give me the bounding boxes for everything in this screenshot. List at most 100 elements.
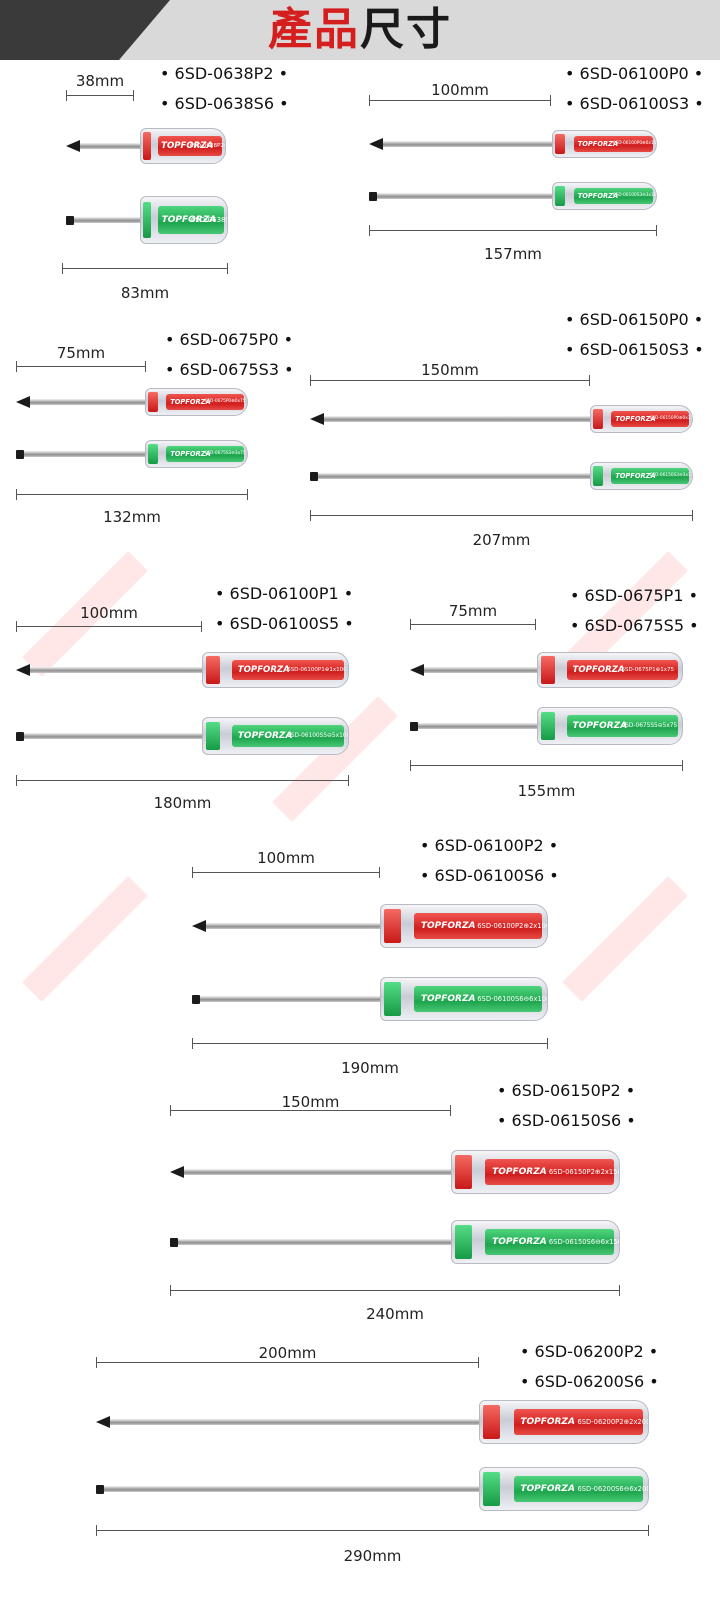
dimension-line — [170, 1110, 451, 1111]
dimension-tick-right — [379, 867, 380, 878]
handle-ferrule — [148, 443, 159, 465]
brand-logo: TOPFORZA — [572, 665, 625, 675]
screwdriver-shaft — [22, 667, 204, 673]
dimension-line — [96, 1362, 479, 1363]
dimension-tick-right — [547, 1038, 548, 1049]
dimension-line — [16, 626, 202, 627]
brand-logo: TOPFORZA — [161, 141, 214, 151]
handle-color-band — [611, 468, 689, 484]
dimension-tick-right — [478, 1357, 479, 1368]
screwdriver-shaft — [72, 217, 142, 223]
handle-color-band — [485, 1229, 614, 1255]
handle-spec-label: 6SD-06100S3⊖3x100 — [612, 193, 657, 198]
brand-logo: TOPFORZA — [492, 1167, 547, 1177]
handle-spec-label: 6SD-06200P2⊕2x200 — [577, 1418, 649, 1426]
dimension-tick-left — [310, 375, 311, 386]
handle-color-band — [566, 659, 678, 681]
model-number: • 6SD-06100S3 • — [565, 94, 704, 113]
dimension-tick-right — [145, 361, 146, 372]
handle-ferrule — [148, 391, 159, 413]
phillips-tip — [170, 1166, 184, 1178]
handle-spec-label: 6SD-0638P2⊕2x38 — [189, 143, 225, 149]
dimension-tick-left — [16, 489, 17, 500]
dimension-tick-left — [62, 263, 63, 274]
model-number: • 6SD-06150P0 • — [565, 310, 704, 329]
handle-color-band — [232, 659, 344, 681]
dimension-line — [192, 1043, 548, 1044]
model-number: • 6SD-06100P2 • — [420, 836, 559, 855]
screwdriver-shaft — [176, 1169, 453, 1175]
screwdriver-shaft — [375, 141, 554, 147]
brand-logo: TOPFORZA — [237, 731, 293, 741]
dimension-tick-right — [201, 621, 202, 632]
total-length-dimension — [16, 775, 349, 786]
total-length-label: 240mm — [366, 1305, 424, 1323]
dimension-tick-right — [589, 375, 590, 386]
model-number: • 6SD-06100P0 • — [565, 64, 704, 83]
model-number: • 6SD-06200P2 • — [520, 1342, 659, 1361]
shaft-length-dimension — [66, 90, 134, 101]
handle-color-band — [166, 446, 244, 462]
dimension-line — [16, 366, 146, 367]
dimension-tick-right — [648, 1525, 649, 1536]
phillips-tip — [16, 396, 30, 408]
dimension-tick-right — [656, 225, 657, 236]
dimension-line — [66, 95, 134, 96]
handle-spec-label: 6SD-06100P0⊕0x100 — [612, 141, 657, 146]
dimension-tick-left — [410, 760, 411, 771]
handle-ferrule — [205, 721, 221, 751]
phillips-tip — [66, 140, 80, 152]
handle-color-band — [485, 1159, 614, 1185]
handle-spec-label: 6SD-06100S6⊖6x100 — [477, 995, 548, 1003]
handle-ferrule — [593, 408, 604, 430]
handle-color-band — [611, 411, 689, 427]
phillips-tip — [192, 920, 206, 932]
shaft-length-label: 75mm — [448, 602, 498, 620]
handle-ferrule — [205, 656, 221, 684]
total-length-label: 132mm — [103, 508, 161, 526]
total-length-label: 290mm — [343, 1547, 402, 1565]
dimension-tick-left — [369, 225, 370, 236]
handle-ferrule — [555, 185, 566, 207]
shaft-length-label: 150mm — [281, 1093, 340, 1111]
total-length-dimension — [96, 1525, 649, 1536]
total-length-label: 155mm — [517, 782, 576, 800]
dimension-tick-right — [348, 775, 349, 786]
screwdriver-shaft — [102, 1419, 481, 1425]
handle-spec-label: 6SD-06100S5⊖5x100 — [287, 733, 349, 739]
phillips-tip — [96, 1416, 110, 1428]
handle-color-band — [414, 913, 543, 939]
handle-ferrule — [540, 711, 556, 741]
dimension-tick-right — [133, 90, 134, 101]
handle-spec-label: 6SD-0675P1⊕1x75 — [621, 667, 675, 673]
screwdriver-shaft — [22, 451, 147, 457]
handle-color-band — [158, 206, 225, 234]
handle-color-band — [573, 136, 653, 152]
screwdriver-shaft — [375, 193, 554, 199]
handle-ferrule — [455, 1155, 473, 1189]
handle-spec-label: 6SD-0675S5⊖5x75 — [621, 723, 678, 729]
handle-ferrule — [483, 1472, 501, 1506]
total-length-dimension — [310, 510, 693, 521]
handle-spec-label: 6SD-0675P0⊕0x75 — [204, 399, 246, 404]
model-number: • 6SD-0675P0 • — [165, 330, 294, 349]
dimension-tick-left — [410, 619, 411, 630]
dimension-line — [16, 780, 349, 781]
model-number: • 6SD-06100S6 • — [420, 866, 559, 885]
total-length-label: 83mm — [120, 284, 170, 302]
model-number: • 6SD-06100S5 • — [215, 614, 354, 633]
handle-color-band — [232, 725, 344, 747]
shaft-length-dimension — [16, 621, 202, 632]
phillips-tip — [369, 138, 383, 150]
